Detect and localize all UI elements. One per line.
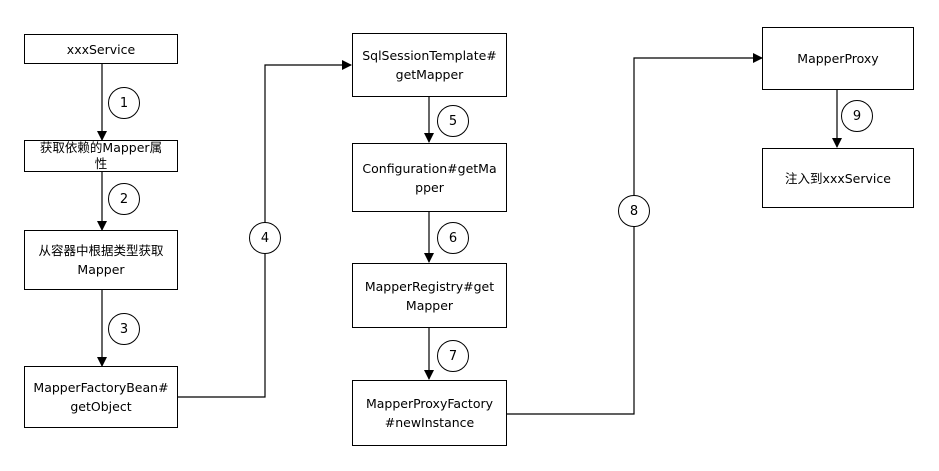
node-mapper-factory-bean: MapperFactoryBean# getObject [24,366,178,428]
step-1-badge: 1 [108,87,140,119]
step-2-label: 2 [119,191,129,207]
node-get-from-container-line2: Mapper [77,262,125,277]
node-get-mapper-property: 获取依赖的Mapper属 性 [24,140,178,172]
step-3-label: 3 [119,321,129,337]
node-sql-session-template: SqlSessionTemplate# getMapper [352,33,507,97]
node-mapper-proxy-factory-line1: MapperProxyFactory [365,396,494,411]
node-get-from-container-line1: 从容器中根据类型获取 [38,243,164,258]
step-7-badge: 7 [437,340,469,372]
node-xxx-service-label: xxxService [66,41,136,57]
step-8-label: 8 [629,203,639,219]
step-5-label: 5 [448,113,458,129]
node-mapper-factory-bean-line2: getObject [70,399,132,414]
node-mapper-registry-line1: MapperRegistry#get [364,278,495,294]
step-9-badge: 9 [841,100,873,132]
arrow-8 [507,53,763,415]
node-sql-session-template-line1: SqlSessionTemplate# [362,48,497,63]
node-get-mapper-property-line2: 性 [94,156,108,171]
step-4-badge: 4 [249,222,281,254]
node-get-from-container: 从容器中根据类型获取 Mapper [24,230,178,290]
step-5-badge: 5 [437,105,469,137]
node-mapper-registry-line2: Mapper [405,297,454,313]
node-configuration-line1: Configuration#getMa [362,160,497,176]
node-inject-service: 注入到xxxService [762,148,914,208]
step-1-label: 1 [119,95,129,111]
node-mapper-proxy: MapperProxy [762,27,914,90]
step-9-label: 9 [852,108,862,124]
node-mapper-registry: MapperRegistry#get Mapper [352,263,507,328]
node-get-mapper-property-line1: 获取依赖的Mapper属 [39,140,163,155]
node-mapper-factory-bean-line1: MapperFactoryBean# [33,380,169,395]
node-sql-session-template-line2: getMapper [395,67,464,82]
node-inject-service-label: 注入到xxxService [785,170,891,186]
step-4-label: 4 [260,230,270,246]
node-mapper-proxy-label: MapperProxy [797,51,879,66]
node-mapper-proxy-factory: MapperProxyFactory #newInstance [352,380,507,446]
node-configuration-line2: pper [415,179,444,195]
node-xxx-service: xxxService [24,34,178,64]
node-configuration: Configuration#getMa pper [352,143,507,212]
step-8-badge: 8 [618,195,650,227]
node-mapper-proxy-factory-line2: #newInstance [384,415,475,430]
step-3-badge: 3 [108,313,140,345]
step-6-label: 6 [448,230,458,246]
step-2-badge: 2 [108,183,140,215]
step-7-label: 7 [448,348,458,364]
step-6-badge: 6 [437,222,469,254]
